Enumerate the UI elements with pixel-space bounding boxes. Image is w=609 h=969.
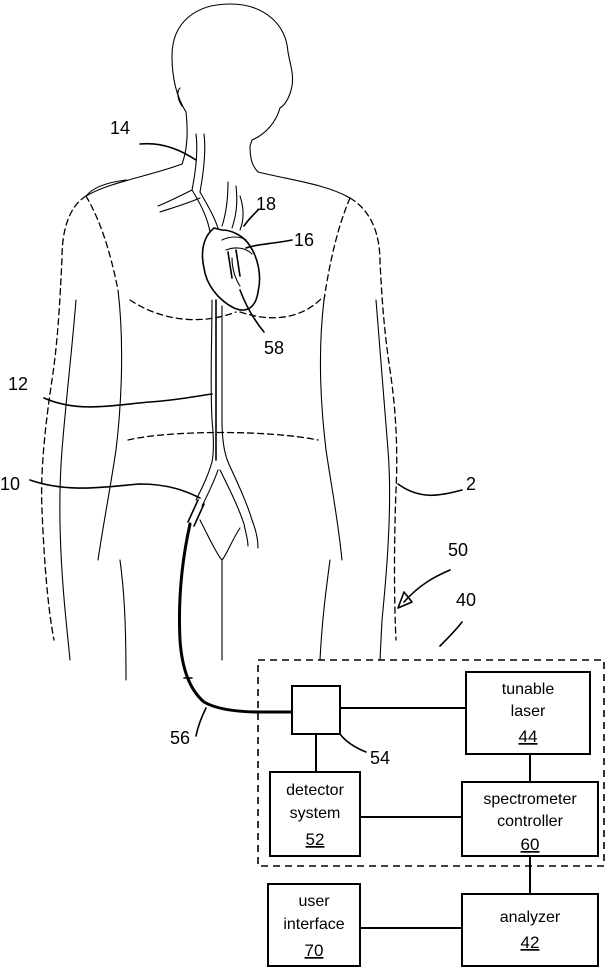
vasculature xyxy=(158,134,260,548)
spectrometer-line1: spectrometer xyxy=(483,791,577,808)
spectrometer-line2: controller xyxy=(497,813,563,830)
fiber-cable-56 xyxy=(179,524,292,712)
detector-number: 52 xyxy=(306,830,325,849)
jugular-vein xyxy=(192,134,197,190)
user-interface-line2: interface xyxy=(283,916,344,933)
ref-54: 54 xyxy=(370,748,390,768)
ref-2: 2 xyxy=(466,474,476,494)
detector-line1: detector xyxy=(286,782,344,799)
vena-cava xyxy=(211,300,213,462)
detector-line2: system xyxy=(290,805,341,822)
analyzer-block xyxy=(462,894,598,966)
ref-14: 14 xyxy=(110,118,130,138)
tunable-laser-line2: laser xyxy=(511,703,546,720)
user-interface-number: 70 xyxy=(305,941,324,960)
head-outline xyxy=(172,4,293,146)
spectrometer-number: 60 xyxy=(521,835,540,854)
ref-50: 50 xyxy=(448,540,468,560)
torso-outline-left xyxy=(42,196,86,640)
coupler-54 xyxy=(292,686,340,734)
ref-58: 58 xyxy=(264,338,284,358)
ref-40: 40 xyxy=(456,590,476,610)
ref-18: 18 xyxy=(256,194,276,214)
reference-numerals: 14 18 16 58 12 10 2 50 40 56 54 xyxy=(0,118,476,768)
ref-12: 12 xyxy=(8,374,28,394)
ref-16: 16 xyxy=(294,230,314,250)
analyzer-line1: analyzer xyxy=(500,909,561,926)
tunable-laser-number: 44 xyxy=(519,727,538,746)
torso-outline-right xyxy=(350,198,397,640)
ref-10: 10 xyxy=(0,474,20,494)
analyzer-number: 42 xyxy=(521,933,540,952)
tunable-laser-line1: tunable xyxy=(502,681,555,698)
user-interface-line1: user xyxy=(298,893,330,910)
ref-56: 56 xyxy=(170,728,190,748)
human-figure xyxy=(42,4,397,680)
